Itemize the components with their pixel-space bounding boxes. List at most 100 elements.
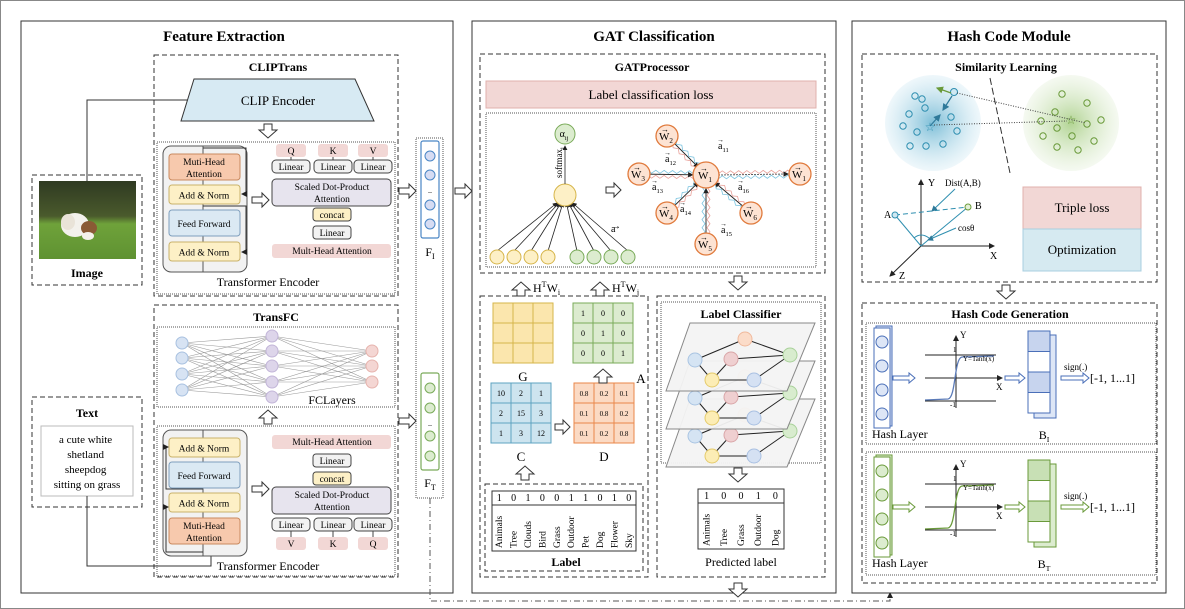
code-bit <box>1027 521 1051 543</box>
anchor-sample <box>950 88 958 96</box>
edge-label: a14 <box>680 204 692 217</box>
fc-layers-label: FCLayers <box>308 393 356 407</box>
code-bit <box>1027 480 1051 502</box>
hj-node <box>620 249 636 265</box>
hash-layer-node <box>875 407 889 421</box>
scaled-dot-product-attention <box>271 486 392 515</box>
graph-node-label: W3 <box>631 169 645 183</box>
label-classification-loss <box>485 80 817 109</box>
hash-layer-node <box>875 359 889 373</box>
svg-text:Attention: Attention <box>314 195 350 205</box>
vector-arrow-icon: → <box>651 177 658 185</box>
fc-edge <box>271 381 373 398</box>
matrix-cell <box>512 342 534 364</box>
matrix-cell <box>512 302 534 324</box>
label-classifier-layers <box>665 322 816 468</box>
edge-label: a16 <box>738 182 750 195</box>
label-bit: 0 <box>721 491 726 502</box>
qkv-label-k <box>318 537 348 550</box>
fc-input-node <box>175 367 189 381</box>
table-frame <box>697 488 785 550</box>
dist-pointer <box>931 188 956 212</box>
label-name: Tree <box>720 529 730 546</box>
classifier-layer <box>665 322 816 392</box>
up-arrow-icon <box>592 368 614 384</box>
image-sample <box>906 142 914 150</box>
ht-w-label: HTWi <box>533 280 561 297</box>
matrix-value: 0 <box>581 329 585 338</box>
tanh-curve <box>924 484 995 530</box>
svg-text:Mult-Head Attention: Mult-Head Attention <box>292 247 372 257</box>
vector-arrow-icon: → <box>717 136 724 144</box>
svg-text:concat: concat <box>320 211 345 221</box>
text-sample <box>1083 99 1091 107</box>
hash-layer-label: Hash Layer <box>872 556 928 570</box>
alpha-label: αij <box>560 129 569 142</box>
graph-node-label: W5 <box>698 239 712 253</box>
multi-head-attention-label <box>272 244 391 258</box>
text-sample <box>1051 108 1059 116</box>
matrix-value: 2 <box>499 409 503 418</box>
label-name: Animals <box>703 514 713 546</box>
hash-row-box <box>865 322 1157 445</box>
svg-text:Linear: Linear <box>320 457 346 467</box>
gat-classification-panel: GAT Classification GATProcessor Label cl… <box>471 20 837 598</box>
label-name: Animals <box>495 516 505 548</box>
text-cluster <box>1023 75 1119 171</box>
attention-node <box>553 183 577 207</box>
code-bit <box>1027 330 1051 352</box>
tanh-function-label: Y=Tanh(x) <box>963 355 995 363</box>
graph-node-label: W1 <box>698 170 712 184</box>
image-to-clip-connector <box>86 99 190 181</box>
text-feature-label: FT <box>424 476 436 492</box>
image-sample <box>922 142 930 150</box>
right-arrow-icon <box>605 181 622 199</box>
sign-label: sign(.) <box>1064 362 1087 372</box>
label-bit: 1 <box>612 493 617 504</box>
fc-hidden-node <box>265 390 279 404</box>
transfc-title: TransFC <box>253 310 299 324</box>
fc-input-node <box>175 383 189 397</box>
matrix-value: 0.2 <box>600 430 609 438</box>
similarity-clusters: ☆☆ <box>885 75 1119 174</box>
matrix-cell <box>492 302 514 324</box>
layer-node <box>723 389 739 405</box>
svg-text:Muti-Head: Muti-Head <box>183 522 225 532</box>
svg-text:Add & Norm: Add & Norm <box>179 192 230 202</box>
layer-node <box>737 331 753 347</box>
vector-a <box>894 214 922 247</box>
fc-input-node <box>175 336 189 350</box>
vector-arrow-icon: → <box>661 202 669 211</box>
matrix-label: D <box>599 449 608 464</box>
label-bit: 1 <box>704 491 709 502</box>
label-bit: 0 <box>626 493 631 504</box>
tanh-curve <box>924 355 995 401</box>
matrix-value: 0.1 <box>580 430 589 438</box>
fc-output-node <box>365 375 379 389</box>
dist-label: Dist(A,B) <box>945 178 981 188</box>
image-sample <box>905 110 913 118</box>
vector-arrow-icon: → <box>745 202 753 211</box>
text-feature-vector: .. FT <box>420 372 440 492</box>
layer-node <box>704 448 720 464</box>
text-center-star-icon: ☆ <box>1066 113 1077 127</box>
text-sample <box>1097 116 1105 124</box>
feature-extraction-panel: Feature Extraction Image Text a cute whi… <box>20 20 473 594</box>
label-name: Clouds <box>524 521 534 548</box>
code-bit <box>1027 459 1051 481</box>
svg-text:Feed Forward: Feed Forward <box>177 472 230 482</box>
matrix-value: 3 <box>539 409 543 418</box>
fc-edge <box>181 357 273 398</box>
attention-edge <box>513 202 560 252</box>
image-center-star-icon: ☆ <box>925 120 936 134</box>
matrix-value: 0.8 <box>600 410 609 418</box>
right-arrow-icon <box>1060 500 1090 514</box>
vector-arrow-icon: → <box>700 233 708 242</box>
layer-node <box>746 410 762 426</box>
